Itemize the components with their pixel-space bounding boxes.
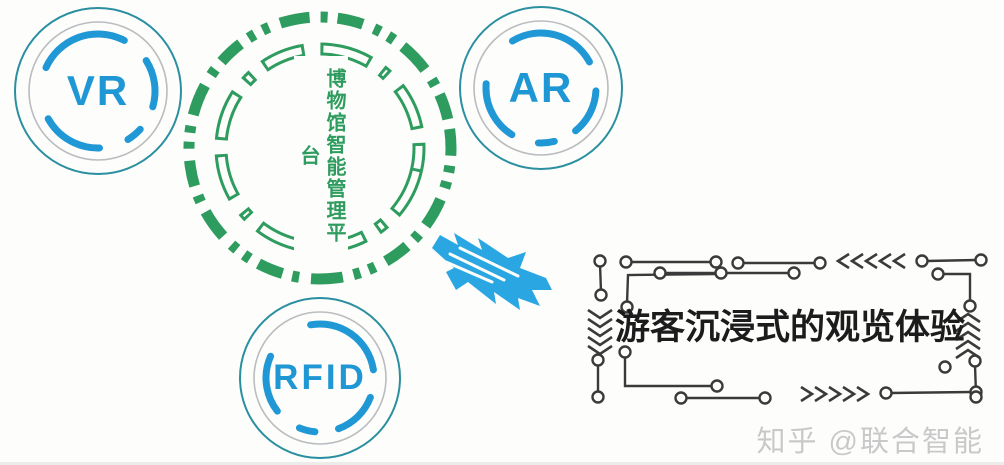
rfid-label: RFID: [273, 358, 367, 397]
ar-node: AR: [458, 5, 624, 171]
ar-label: AR: [508, 64, 574, 111]
watermark: 知乎 @联合智能: [756, 426, 984, 458]
tech-circle-icon: [239, 297, 401, 459]
result-label: 游客沉浸式的观览体验: [615, 308, 966, 347]
tech-circle-icon: [459, 6, 623, 170]
chevron-up-group: [955, 312, 981, 360]
chevron-right-group: [800, 385, 871, 403]
circuit-frame-icon: [587, 252, 988, 405]
vr-label: VR: [66, 67, 130, 114]
rfid-node: RFID: [238, 296, 402, 460]
chevron-left-group: [835, 252, 906, 270]
chevron-down-group: [587, 308, 613, 356]
tech-circle-icon: [14, 7, 182, 175]
vr-node: VR: [13, 6, 183, 176]
brush-arrow-right-icon: [432, 233, 552, 310]
hub-label: 博物馆智能管理平台: [294, 56, 348, 256]
